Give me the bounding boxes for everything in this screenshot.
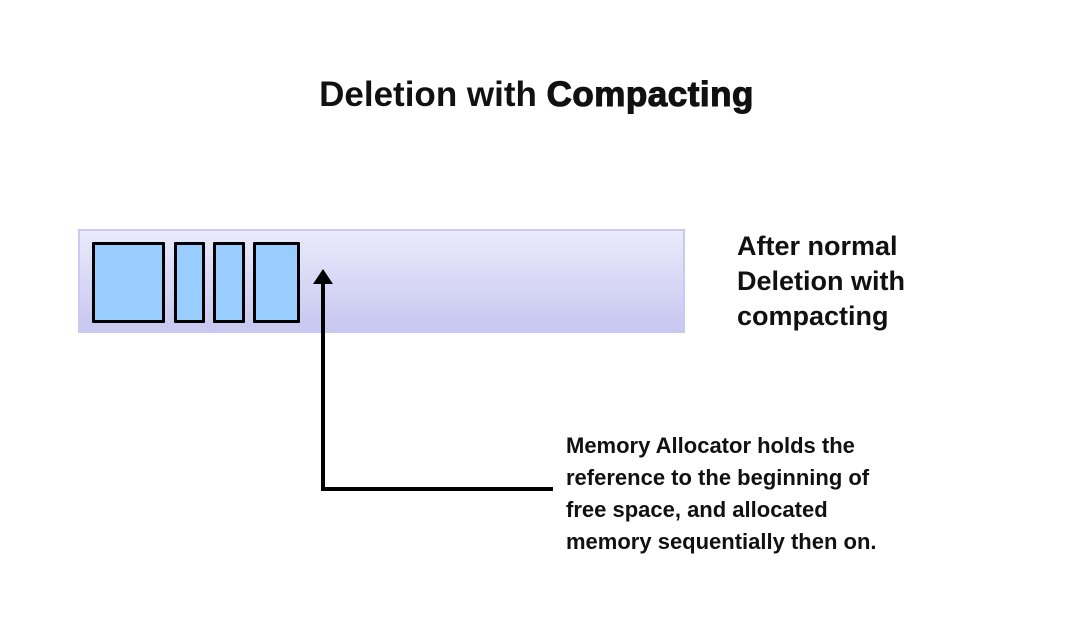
slide-title: Deletion with Compacting bbox=[0, 75, 1073, 115]
slide-title-normal: Deletion with bbox=[319, 75, 547, 115]
allocator-note: Memory Allocator holds the reference to … bbox=[566, 433, 877, 554]
allocated-block bbox=[213, 242, 245, 323]
allocated-block bbox=[174, 242, 205, 323]
slide-title-emphasis: Compacting bbox=[546, 75, 754, 115]
after-deletion-label: After normal Deletion with compacting bbox=[737, 231, 905, 331]
allocated-block bbox=[92, 242, 165, 323]
allocated-block bbox=[253, 242, 300, 323]
memory-bar bbox=[78, 229, 685, 333]
arrow-horizontal-line bbox=[321, 487, 553, 491]
